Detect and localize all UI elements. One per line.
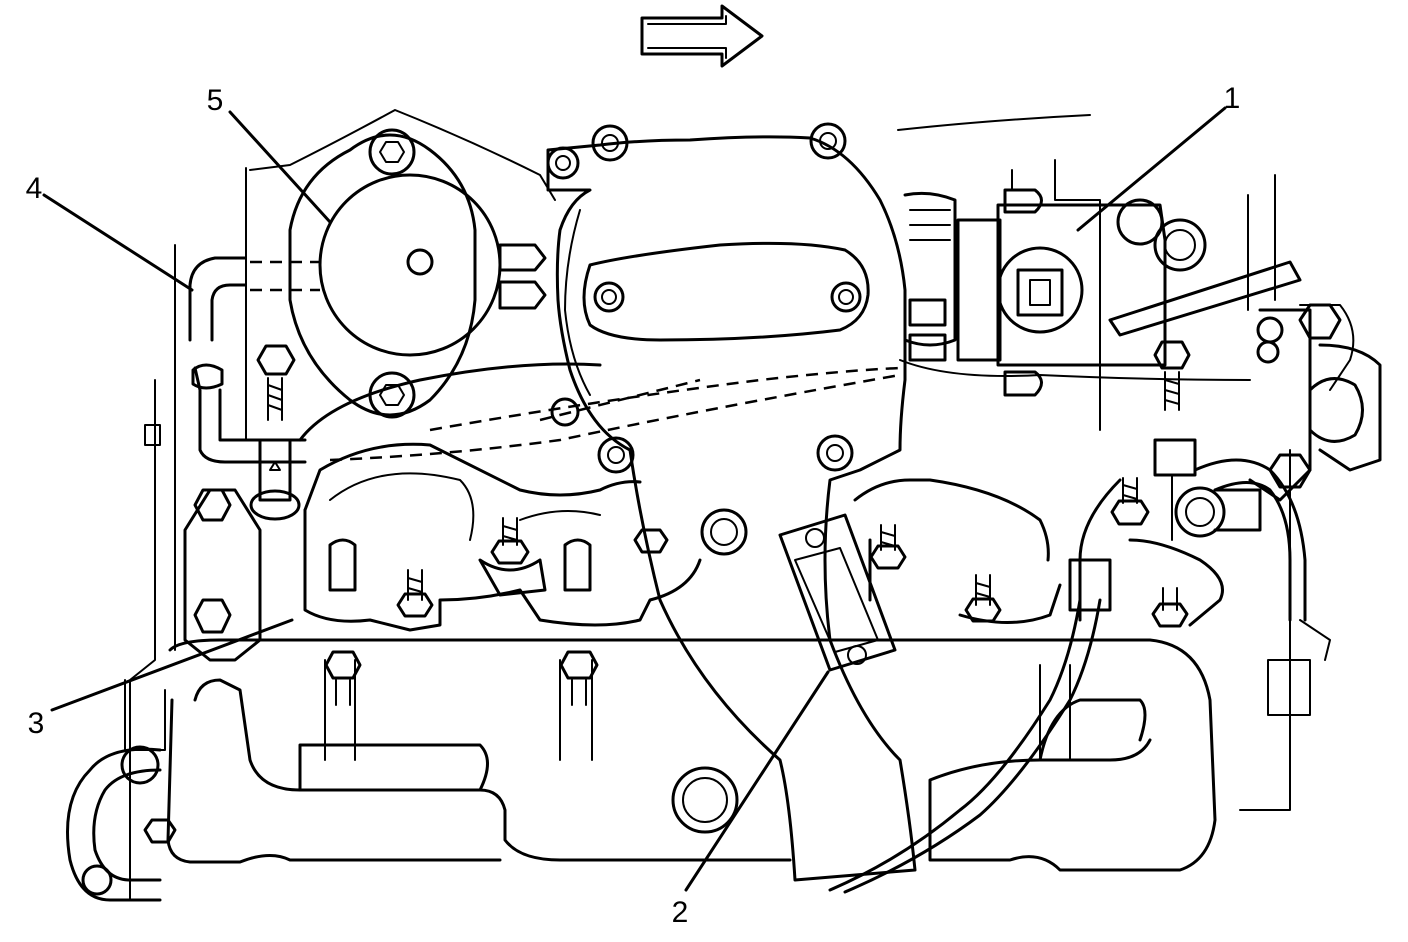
leader-line-2 [684, 670, 830, 892]
leader-line-3 [50, 618, 294, 712]
engine-block-outline [129, 109, 1355, 901]
dashed-routing-lines [329, 366, 901, 462]
fuel-line [188, 256, 307, 464]
pump-mount-bolt-bottom [368, 371, 416, 419]
lower-stud-2 [559, 650, 599, 706]
throttle-body [899, 188, 1302, 397]
vacuum-tube [828, 458, 1307, 894]
manifold-stud-6 [1110, 477, 1150, 526]
bracket-bolt-lower [193, 598, 232, 634]
manifold-stud-2 [490, 517, 530, 565]
manifold-stud-1 [396, 569, 434, 618]
callout-1: 1 [1224, 82, 1241, 115]
bracket-bolt-upper [193, 488, 232, 522]
right-bracket [1248, 303, 1382, 502]
callout-4: 4 [26, 172, 43, 205]
lower-stud-1 [324, 650, 362, 706]
heat-shield-bracket [778, 513, 897, 672]
leader-line-5 [228, 110, 332, 224]
exhaust-stud-left [249, 344, 301, 521]
manifold-stud-4 [869, 524, 907, 570]
manifold-stud-5 [964, 574, 1002, 623]
left-exhaust-elbow [66, 679, 177, 902]
callout-5: 5 [207, 84, 224, 117]
fuel-pump [250, 128, 547, 419]
arrow-right-icon [640, 4, 764, 68]
callout-3: 3 [28, 707, 45, 740]
lower-manifold [166, 638, 1217, 872]
pump-mount-bolt-top [368, 128, 416, 176]
leader-lines [42, 106, 1227, 892]
exhaust-manifold [298, 362, 1224, 632]
manifold-stud-3 [633, 528, 669, 554]
right-stud [1153, 340, 1262, 541]
leader-line-1 [1076, 106, 1227, 232]
timing-cover [546, 122, 917, 882]
left-bracket [144, 424, 262, 662]
callout-2: 2 [672, 896, 689, 929]
manifold-stud-7 [1151, 587, 1189, 628]
leader-line-4 [42, 193, 194, 292]
